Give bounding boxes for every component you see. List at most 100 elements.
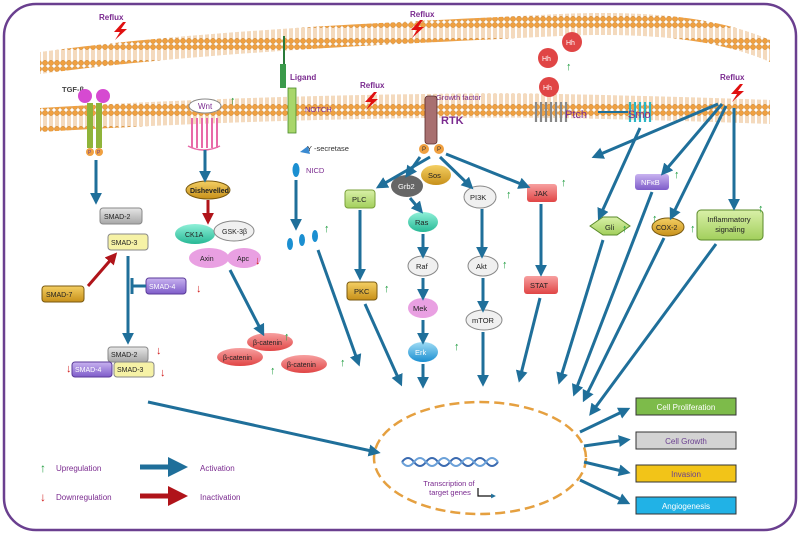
up-arrow-icon: ↑: [324, 223, 330, 235]
up-arrow-icon: ↑: [384, 283, 390, 295]
plc-pathway: PLC PKC: [344, 189, 378, 301]
arrow-rtk-jak: [445, 152, 531, 189]
tgf-p-right: P: [97, 150, 101, 156]
rtk-p-right: P: [437, 147, 441, 153]
legend-inactivation: Inactivation: [200, 493, 240, 502]
svg-text:Dishevelled: Dishevelled: [190, 188, 229, 195]
outcome-boxes: Cell Proliferation Cell Growth Invasion …: [635, 397, 737, 515]
up-arrow-icon: ↑: [284, 331, 290, 343]
svg-text:SMAD-2: SMAD-2: [111, 352, 138, 359]
pi3k-pathway: PI3K Akt mTOR: [463, 185, 503, 331]
up-arrow-icon: ↑: [652, 213, 658, 225]
nicd-ovals: [287, 230, 318, 250]
hedgehog-inflammation-targets: Gli NFκB COX-2 Inflammatory signaling: [589, 174, 764, 241]
activation-arrows: [86, 102, 740, 505]
hh-label: Hh: [543, 85, 552, 92]
svg-text:Raf: Raf: [416, 262, 429, 271]
reflux-label: Reflux: [720, 73, 745, 82]
tgf-ligand-left: [78, 89, 92, 103]
plasma-membrane: [40, 93, 770, 132]
notch-receptor: Ligand NOTCH Y -secretase NICD: [280, 36, 349, 177]
svg-text:SMAD-3: SMAD-3: [111, 240, 138, 247]
arrow-cox2-nucleus: [582, 237, 666, 403]
up-arrow-icon: ↑: [674, 169, 680, 181]
outcome-growth: Cell Growth: [665, 437, 707, 446]
svg-text:PI3K: PI3K: [470, 193, 486, 202]
hh-label: Hh: [566, 40, 575, 47]
svg-text:CK1A: CK1A: [185, 232, 204, 239]
arrow-nicd-nucleus: [316, 249, 362, 367]
arrow-smad7-inhibit: [86, 252, 118, 287]
svg-text:GSK-3β: GSK-3β: [222, 229, 247, 236]
regulation-marks: ↑↓↓↓↓↓↑↑↑↑↑↑↑↑↑↑↑↑↑↑↑: [66, 61, 764, 379]
svg-text:SMAD-4: SMAD-4: [75, 367, 102, 374]
up-arrow-icon: ↑: [758, 203, 764, 215]
arrow-pkc-nucleus: [363, 303, 403, 387]
notch-label: NOTCH: [305, 105, 332, 114]
lightning-icon: [114, 22, 127, 40]
hh-label: Hh: [542, 56, 551, 63]
svg-text:JAK: JAK: [534, 189, 548, 198]
outer-membrane: [40, 13, 770, 74]
up-arrow-icon: ↑: [502, 259, 508, 271]
up-arrow-icon: ↑: [230, 95, 236, 107]
wnt-cascade: Dishevelled CK1A GSK-3β Axin Apc: [175, 180, 261, 268]
outcome-invasion: Invasion: [671, 470, 701, 479]
outcome-angiogenesis: Angiogenesis: [662, 502, 710, 511]
rtk-label: RTK: [441, 115, 464, 127]
svg-text:COX-2: COX-2: [656, 225, 678, 232]
gsk3b-node: [213, 220, 255, 242]
smad4-inhibition-bar: [130, 278, 146, 294]
smo-label: Smo: [628, 109, 651, 121]
tgf-ligand-right: [96, 89, 110, 103]
smad2-box: [99, 207, 143, 225]
arrow-smad-nucleus: [147, 400, 381, 457]
arrow-reflux-left: [591, 102, 719, 159]
legend-downregulation: Downregulation: [56, 493, 112, 502]
svg-text:Ras: Ras: [415, 218, 429, 227]
cox2-node: [651, 217, 685, 237]
arrow-gli-nucleus: [556, 239, 605, 385]
smad-pathway: SMAD-2 SMAD-3 SMAD-7 SMAD-4 SMAD-2 SMAD-…: [41, 207, 187, 378]
arrow-growth: [583, 435, 631, 448]
svg-text:SMAD-2: SMAD-2: [104, 214, 131, 221]
svg-text:Axin: Axin: [200, 256, 214, 263]
tgf-beta-receptor: TGF-β P P: [62, 85, 110, 156]
svg-text:Erk: Erk: [415, 348, 427, 357]
down-arrow-icon: ↓: [255, 255, 261, 267]
rtk-receptor: Growth factor RTK P P: [419, 93, 482, 154]
svg-text:PKC: PKC: [354, 287, 370, 296]
up-arrow-icon: ↑: [340, 357, 346, 369]
legend-down-arrow: ↓: [40, 490, 46, 504]
nicd-label: NICD: [306, 166, 325, 175]
arrow-reflux-nfkb: [660, 103, 724, 176]
legend: ↑ Upregulation Activation ↓ Downregulati…: [40, 457, 240, 506]
arrow-destruction-bcat: [228, 269, 265, 337]
svg-text:NFκB: NFκB: [641, 178, 660, 187]
wnt-label: Wnt: [198, 102, 213, 111]
cell-frame: [2, 2, 798, 532]
svg-text:mTOR: mTOR: [472, 316, 495, 325]
lightning-icon: [731, 84, 744, 102]
up-arrow-icon: ↑: [270, 365, 276, 377]
transcription-label: Transcription of target genes: [423, 479, 477, 497]
ptch-label: Ptch: [565, 109, 587, 121]
nucleus-boundary: [372, 400, 588, 516]
transcription-start-arrow: [477, 488, 496, 499]
svg-text:PLC: PLC: [352, 195, 367, 204]
hedgehog-receptors: Hh Hh Hh Ptch Smo: [534, 32, 652, 122]
wnt-receptor: Wnt: [187, 98, 222, 151]
svg-text:SMAD-3: SMAD-3: [117, 367, 144, 374]
tgf-beta-label: TGF-β: [62, 85, 84, 94]
tgf-p-left: P: [88, 150, 92, 156]
reflux-label: Reflux: [99, 13, 124, 22]
svg-text:Sos: Sos: [428, 171, 441, 180]
up-arrow-icon: ↑: [690, 223, 696, 235]
svg-text:β-catenin: β-catenin: [253, 340, 282, 347]
svg-text:β-catenin: β-catenin: [223, 355, 252, 362]
arrow-nfkb-nucleus: [571, 191, 654, 397]
arrow-reflux-cox2: [669, 105, 728, 221]
smad7-box: [41, 285, 85, 303]
svg-text:Grb2: Grb2: [398, 182, 415, 191]
